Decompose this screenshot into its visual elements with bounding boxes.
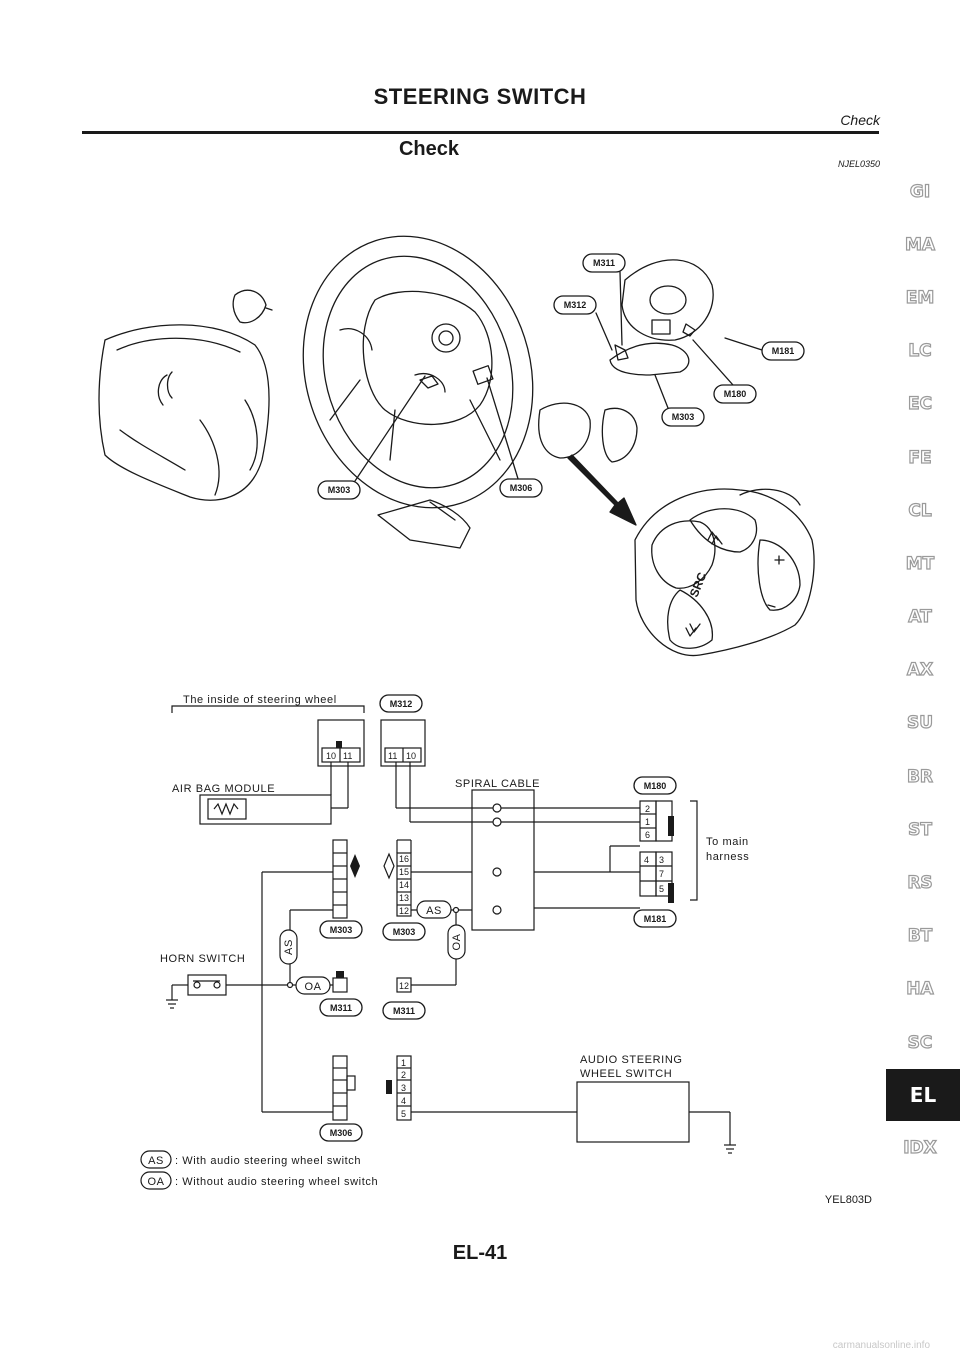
section-index-tabs: GI MA EM LC EC FE CL MT AT AX SU BR ST R… [880,165,960,1174]
audio-switch-label-2: WHEEL SWITCH [580,1068,672,1080]
tab-su[interactable]: SU [906,713,934,734]
svg-text:10: 10 [326,751,336,761]
tab-ha[interactable]: HA [906,979,935,1000]
svg-text:14: 14 [399,880,409,890]
tag-m311-right: M311 [393,1006,415,1016]
harness-label: harness [706,851,749,863]
legend-oa-code: OA [147,1176,164,1188]
svg-text:11: 11 [388,751,397,761]
horn-switch-label: HORN SWITCH [160,953,245,965]
tab-el[interactable]: EL [886,1069,960,1122]
src-button-label: SRC [687,570,710,599]
audio-switch-closeup-illustration [634,488,815,657]
tag-m181-diagram: M181 [644,914,667,924]
tab-at[interactable]: AT [908,606,933,628]
svg-text:5: 5 [659,884,664,894]
svg-text:2: 2 [401,1070,406,1080]
svg-text:12: 12 [399,981,409,991]
page-number: EL-41 [452,1242,508,1264]
watermark: carmanualsonline.info [832,1340,930,1351]
tag-m180-top: M180 [724,389,747,399]
airbag-module-label: AIR BAG MODULE [172,783,275,795]
tab-lc[interactable]: LC [908,341,933,362]
tag-m180-diagram: M180 [644,781,667,791]
tab-cl[interactable]: CL [908,500,933,521]
tab-ax[interactable]: AX [906,660,934,681]
tag-m306-diagram: M306 [330,1128,353,1138]
airbag-module-illustration [98,324,270,501]
tab-st[interactable]: ST [907,819,932,840]
callout-arrow [567,454,637,526]
tag-m306-wheel: M306 [510,483,533,493]
header-rule [82,131,879,134]
svg-text:2: 2 [645,804,650,814]
spiral-cable-label: SPIRAL CABLE [455,778,540,790]
svg-text:10: 10 [406,751,416,761]
tab-bt[interactable]: BT [907,926,933,947]
tab-gi[interactable]: GI [909,181,931,202]
tag-m303-top: M303 [672,412,695,422]
svg-text:3: 3 [401,1083,406,1093]
lower-cover-illustration [377,499,471,549]
audio-switch-label-1: AUDIO STEERING [580,1054,683,1066]
tag-m312-diagram: M312 [390,699,413,709]
audio-switch-part-illustration [538,402,591,459]
svg-text:4: 4 [644,855,649,865]
svg-text:11: 11 [343,751,352,761]
svg-text:4: 4 [401,1096,406,1106]
svg-text:1: 1 [645,817,650,827]
tag-m312-top: M312 [564,300,587,310]
tag-m181-top: M181 [772,346,795,356]
tab-ec[interactable]: EC [907,394,933,415]
tab-mt[interactable]: MT [905,553,935,574]
horn-cap-illustration [232,289,267,324]
oa-wire-tag: OA [304,981,321,993]
legend-as-code: AS [148,1155,164,1167]
page-header-title: STEERING SWITCH [373,84,587,109]
tab-fe[interactable]: FE [908,447,932,468]
tag-m303-right: M303 [393,927,416,937]
tab-sc[interactable]: SC [907,1032,933,1053]
as-wire-tag: AS [426,905,442,917]
steering-wheel-illustration [302,235,534,509]
legend-as-text: : With audio steering wheel switch [175,1155,361,1167]
spiral-cable-illustration [609,259,714,376]
tab-em[interactable]: EM [905,287,935,308]
connector-tags-top: M311 M312 M181 M180 M303 M303 M306 [317,253,805,500]
svg-text:13: 13 [399,893,409,903]
svg-text:6: 6 [645,830,650,840]
to-main-label: To main [706,836,749,848]
svg-text:16: 16 [399,854,409,864]
svg-text:3: 3 [659,855,664,865]
section-title: Check [398,138,460,160]
svg-text:7: 7 [659,869,664,879]
svg-text:12: 12 [399,906,409,916]
tag-m311-left: M311 [330,1003,352,1013]
as-vertical-tag: AS [283,939,295,955]
figure-code: YEL803D [824,1194,872,1206]
page-header-subtitle: Check [840,112,880,128]
svg-text:5: 5 [401,1109,406,1119]
tab-ma[interactable]: MA [904,234,936,255]
inside-wheel-label: The inside of steering wheel [183,694,337,706]
tag-m303-wheel: M303 [328,485,351,495]
oa-vertical-tag: OA [451,933,463,950]
tab-br[interactable]: BR [906,766,934,787]
svg-text:1: 1 [401,1058,406,1068]
legend-oa-text: : Without audio steering wheel switch [175,1176,378,1188]
tag-m311-top: M311 [593,258,615,268]
svg-text:15: 15 [399,867,409,877]
tag-m303-left: M303 [330,925,353,935]
tab-rs[interactable]: RS [907,872,934,894]
tab-idx[interactable]: IDX [903,1137,938,1158]
section-ref: NJEL0350 [837,159,880,169]
